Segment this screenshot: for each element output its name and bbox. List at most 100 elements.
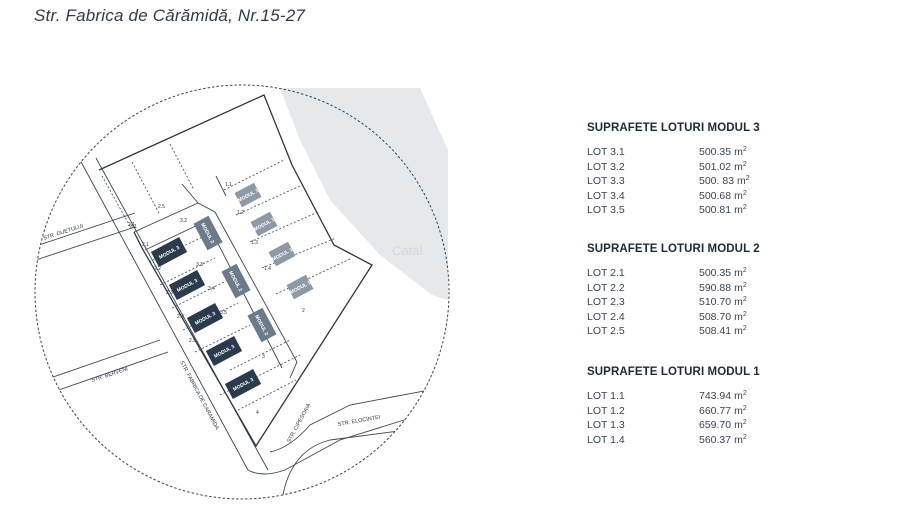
module-1-building: MODUL 1 bbox=[268, 241, 296, 267]
plot-outline bbox=[98, 94, 373, 448]
lot-area-unit: m2 bbox=[734, 310, 747, 323]
lot-tag: 2.4 bbox=[177, 314, 184, 320]
lot-area-unit: m2 bbox=[734, 433, 747, 446]
lot-name: LOT 2.4 bbox=[587, 310, 625, 323]
lot-area-unit: m2 bbox=[737, 175, 750, 188]
lot-area-unit: m2 bbox=[734, 146, 747, 158]
module-footprint bbox=[268, 241, 296, 267]
lot-tag: 2.1 bbox=[128, 222, 135, 228]
lot-name: LOT 1.1 bbox=[587, 389, 625, 402]
neighbor-parcel bbox=[280, 88, 448, 300]
lot-area-value: 508.41 bbox=[699, 325, 732, 338]
lot-name: LOT 2.1 bbox=[587, 266, 625, 279]
lot-tag: 2.1 bbox=[142, 242, 149, 248]
lot-name: LOT 3.5 bbox=[587, 204, 625, 217]
lot-tag: 3.2 bbox=[180, 218, 187, 224]
lot-name: LOT 3.1 bbox=[587, 146, 625, 158]
lot-name: LOT 3.4 bbox=[587, 189, 625, 202]
lot-tag: 1.4 bbox=[264, 266, 271, 272]
module-footprint bbox=[250, 211, 278, 237]
module-footprint bbox=[168, 269, 206, 301]
module-footprint bbox=[224, 368, 262, 400]
lot-tag: 2.2 bbox=[154, 266, 161, 272]
lot-area-value: 659.70 bbox=[699, 419, 732, 432]
lot-area-value: 501.02 bbox=[699, 160, 732, 173]
lot-name: LOT 2.2 bbox=[587, 281, 625, 294]
module-3-building: MODUL 3 bbox=[168, 269, 206, 301]
module-1-building: MODUL 1 bbox=[234, 182, 262, 208]
lot-area-unit: m2 bbox=[734, 204, 747, 217]
lot-area-unit: m2 bbox=[734, 296, 747, 309]
module-footprint bbox=[193, 215, 223, 251]
module-footprint bbox=[205, 335, 243, 367]
lot-tag: 2.3 bbox=[166, 290, 173, 296]
lot-area-unit: m2 bbox=[734, 325, 747, 338]
module-2-building: MODUL 2 bbox=[221, 263, 251, 299]
lot-tag: 3 bbox=[262, 354, 265, 360]
lot-name: LOT 3.3 bbox=[587, 175, 625, 188]
lot-area-value: 500. 83 bbox=[699, 175, 735, 188]
lot-tag: 3.3 bbox=[196, 262, 203, 268]
lot-area-value: 500.68 bbox=[699, 189, 732, 202]
section-heading: SUPRAFETE LOTURI MODUL 3 bbox=[587, 122, 760, 134]
road-duetului bbox=[35, 212, 136, 263]
module-footprint bbox=[221, 263, 251, 299]
lot-tag: 3.1 bbox=[130, 224, 137, 230]
lot-area-value: 500.81 bbox=[699, 204, 732, 217]
module-2-building: MODUL 2 bbox=[193, 215, 223, 251]
lot-tag: 3.4 bbox=[208, 286, 215, 292]
lot-area-value: 660.77 bbox=[699, 404, 732, 417]
lot-lines bbox=[101, 143, 353, 411]
road-cipesoaia bbox=[281, 424, 446, 499]
lot-area-value: 743.94 bbox=[699, 389, 732, 402]
watermark-text: Catal bbox=[392, 243, 422, 258]
lot-tag: 2 bbox=[302, 308, 305, 314]
lot-area-unit: m2 bbox=[734, 189, 747, 202]
page-title: Str. Fabrica de Cărămidă, Nr.15-27 bbox=[34, 6, 306, 25]
lot-area-unit: m2 bbox=[734, 404, 747, 417]
lot-area-unit: m2 bbox=[734, 266, 747, 279]
site-boundary-circle bbox=[34, 84, 450, 500]
lot-area-value: 508.70 bbox=[699, 310, 732, 323]
module-3-building: MODUL 3 bbox=[205, 335, 243, 367]
lot-name: LOT 2.5 bbox=[587, 325, 625, 338]
lot-name: LOT 1.2 bbox=[587, 404, 625, 417]
lot-tag: 2.5 bbox=[189, 338, 196, 344]
section-heading: SUPRAFETE LOTURI MODUL 1 bbox=[587, 365, 760, 378]
module-footprint bbox=[247, 307, 277, 343]
module-3-building: MODUL 3 bbox=[186, 302, 224, 334]
lot-tag: 1.2 bbox=[237, 210, 244, 216]
lot-area-value: 590.88 bbox=[699, 281, 732, 294]
module-1-building: MODUL 1 bbox=[286, 274, 314, 300]
street-label-elocintei: STR. ELOCINTEI bbox=[337, 414, 381, 427]
module-footprint bbox=[186, 302, 224, 334]
module-2-building: MODUL 2 bbox=[247, 307, 277, 343]
lot-name: LOT 1.3 bbox=[587, 419, 625, 432]
lot-area-value: 560.37 bbox=[699, 433, 732, 446]
street-label-berveni: STR. BERVENI bbox=[91, 366, 130, 384]
lot-tag: 4 bbox=[256, 410, 259, 416]
lot-name: LOT 3.2 bbox=[587, 160, 625, 173]
lot-tag: 3.5 bbox=[220, 310, 227, 316]
lot-area-value: 500.35 bbox=[699, 266, 732, 279]
lot-area-unit: m2 bbox=[734, 281, 747, 294]
module-3-building: MODUL 3 bbox=[150, 236, 188, 268]
module-footprint bbox=[234, 182, 262, 208]
lot-area-value: 500.35 bbox=[699, 146, 732, 158]
lot-area-unit: m2 bbox=[734, 419, 747, 432]
module-3-building: MODUL 3 bbox=[224, 368, 262, 400]
